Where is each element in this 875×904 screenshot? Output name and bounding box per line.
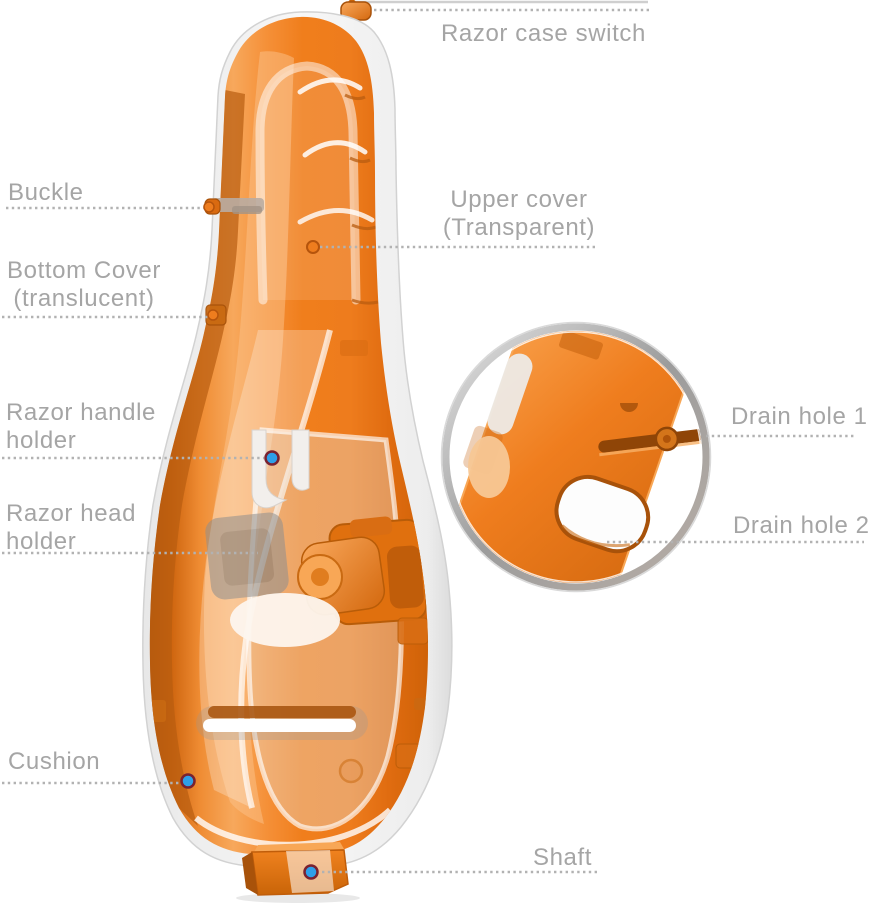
label-razor-handle-holder-line2: holder [6,427,77,455]
label-buckle-text: Buckle [8,179,84,206]
label-razor-head-holder: Razor head holder [6,500,136,556]
label-drain-hole-1: Drain hole 1 [731,403,868,431]
label-razor-case-switch: Razor case switch [441,20,646,48]
marker-razor-handle-holder [264,450,280,466]
label-razor-head-holder-line2: holder [6,528,77,556]
marker-buckle [203,201,215,213]
label-drain-hole-2: Drain hole 2 [733,512,870,540]
label-bottom-cover: Bottom Cover (translucent) [2,257,166,313]
bottom-cover-edge [149,90,245,826]
label-cushion-text: Cushion [8,748,101,775]
cushion-slot [196,706,368,740]
label-shaft-text: Shaft [533,844,593,871]
label-razor-handle-holder: Razor handle holder [6,399,156,455]
label-shaft: Shaft [533,844,592,872]
label-cushion: Cushion [8,748,100,776]
marker-cushion [180,773,196,789]
point-markers [180,201,320,880]
drain-hole-1-slot [598,426,702,457]
suction-cup [205,512,289,600]
razor-case-body [149,16,429,856]
razor-handle-holder-part [251,429,310,509]
marker-shaft [303,864,319,880]
label-upper-cover: Upper cover (Transparent) [440,186,598,242]
label-drain-hole-1-text: Drain hole 1 [731,403,868,430]
label-drain-hole-2-text: Drain hole 2 [733,512,870,539]
label-razor-case-switch-text: Razor case switch [441,20,646,47]
magnifier-circle [440,321,712,593]
label-razor-head-holder-line1: Razor head [6,500,137,527]
marker-bottom-cover [207,309,219,321]
razor-head-holder-part [297,516,428,626]
label-razor-handle-holder-line1: Razor handle [6,399,156,426]
label-buckle: Buckle [8,179,84,207]
label-bottom-cover-line2: (translucent) [13,285,155,313]
label-bottom-cover-line1: Bottom Cover [7,257,161,284]
label-upper-cover-line1: Upper cover [450,186,588,213]
marker-upper-cover [306,240,320,254]
label-upper-cover-line2: (Transparent) [442,214,596,242]
handle-recess [255,61,361,305]
drain-hole-2-slot [554,474,651,554]
